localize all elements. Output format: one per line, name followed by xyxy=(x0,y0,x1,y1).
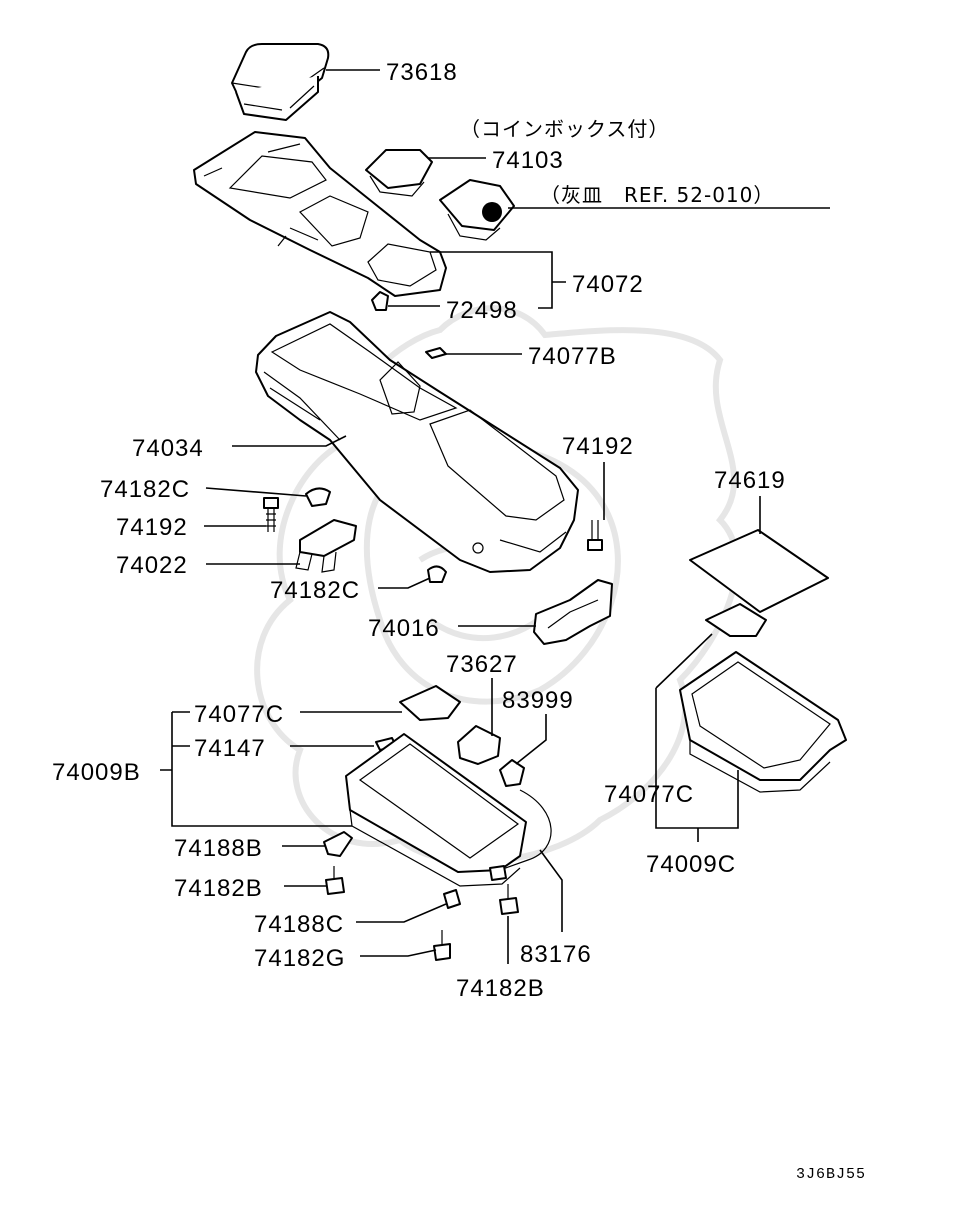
leader-lines xyxy=(160,69,830,964)
part-72498-drawing xyxy=(371,291,389,311)
ashtray-ref-drawing xyxy=(439,179,515,241)
part-74192-left-drawing xyxy=(263,497,279,532)
label-74182B-left: 74182B xyxy=(174,875,263,902)
part-74182B-left-drawing xyxy=(325,866,345,895)
label-ashtray-note: （灰皿 REF. 52-010） xyxy=(540,183,774,207)
label-74022: 74022 xyxy=(116,552,188,579)
part-74077B-drawing xyxy=(425,347,447,359)
part-73618-drawing xyxy=(231,43,330,121)
part-labels: 73618 （コインボックス付） 74103 （灰皿 REF. 52-010） … xyxy=(52,59,866,1183)
part-74188B-drawing xyxy=(323,831,353,857)
label-72498: 72498 xyxy=(446,297,518,324)
label-74619: 74619 xyxy=(714,467,786,494)
label-83999: 83999 xyxy=(502,687,574,714)
label-74182G: 74182G xyxy=(254,945,345,972)
label-74077C-left: 74077C xyxy=(194,701,284,728)
part-74016-drawing xyxy=(533,579,613,645)
part-74188C-drawing xyxy=(443,889,461,909)
diagram-code: 3J6BJ55 xyxy=(796,1166,866,1183)
part-74077C-right-drawing xyxy=(705,603,767,637)
part-74034-drawing xyxy=(255,311,579,573)
part-74103-drawing xyxy=(365,149,433,197)
label-74103: 74103 xyxy=(492,147,564,174)
label-74147: 74147 xyxy=(194,735,266,762)
part-74072-drawing xyxy=(193,131,447,297)
part-74182B-bottom-drawing xyxy=(499,884,519,915)
part-83176-drawing xyxy=(489,789,552,881)
part-74182C-lower-drawing xyxy=(427,565,447,583)
part-73627-drawing xyxy=(457,725,501,765)
label-74072: 74072 xyxy=(572,271,644,298)
label-74077B: 74077B xyxy=(528,343,617,370)
label-74192-right: 74192 xyxy=(562,433,634,460)
label-74192-left: 74192 xyxy=(116,514,188,541)
part-74182G-drawing xyxy=(433,930,451,961)
part-83999-drawing xyxy=(499,759,525,787)
part-74192-right-drawing xyxy=(587,520,603,551)
label-74182C-upper: 74182C xyxy=(100,476,190,503)
label-74188C: 74188C xyxy=(254,911,344,938)
label-74009C: 74009C xyxy=(646,851,736,878)
label-83176: 83176 xyxy=(520,941,592,968)
label-74016: 74016 xyxy=(368,615,440,642)
part-74182C-upper-drawing xyxy=(305,487,331,507)
part-74009B-drawing xyxy=(345,733,527,887)
part-74022-drawing xyxy=(295,519,357,573)
label-coin-box-note: （コインボックス付） xyxy=(460,117,669,141)
label-74034: 74034 xyxy=(132,435,204,462)
label-74188B: 74188B xyxy=(174,835,263,862)
part-74009C-drawing xyxy=(679,651,847,793)
label-73627: 73627 xyxy=(446,651,518,678)
label-73618: 73618 xyxy=(386,59,458,86)
part-74077C-left-drawing xyxy=(399,685,461,721)
label-74009B: 74009B xyxy=(52,759,141,786)
label-74077C-right: 74077C xyxy=(604,781,694,808)
label-74182C-lower: 74182C xyxy=(270,577,360,604)
part-74619-drawing xyxy=(689,529,829,613)
label-74182B-bottom: 74182B xyxy=(456,975,545,1002)
